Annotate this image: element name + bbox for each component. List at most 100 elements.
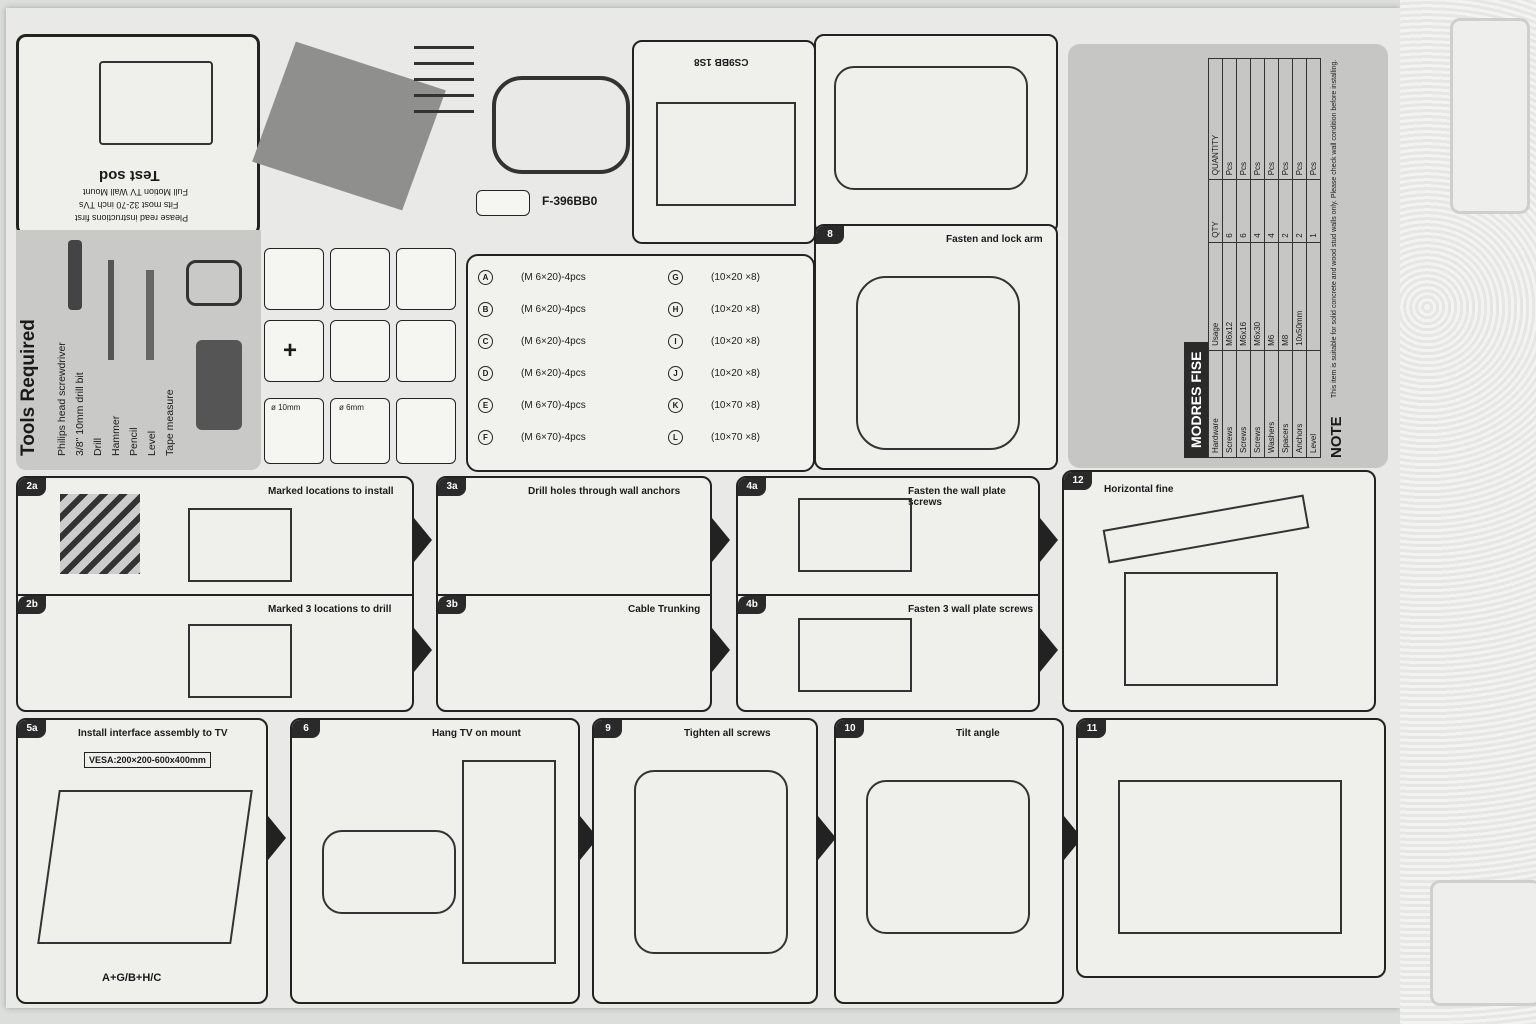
wall-plate-drawing [188, 624, 292, 698]
hardware-spec: (10×20 ×8) [711, 272, 760, 284]
rail-drawing [1102, 494, 1310, 564]
hardware-spec: (M 6×70)-4pcs [521, 432, 586, 444]
spec-heading: MODRES FISE [1184, 341, 1208, 458]
step-number: 9 [594, 720, 622, 738]
hardware-spec: (10×70 ×8) [711, 400, 760, 412]
spec-cell: Screws [1250, 350, 1265, 458]
spec-cell: 4 [1250, 179, 1265, 243]
screwdriver-icon [68, 240, 82, 310]
step-9-panel: 9 Tighten all screws [592, 718, 818, 1004]
next-arrow-icon [268, 816, 286, 860]
tv-back-drawing [37, 790, 253, 944]
spec-cell: 6 [1236, 179, 1251, 243]
step-4-panel: 4a Fasten the wall plate screws 4b Faste… [736, 476, 1040, 712]
tape-measure-icon [396, 248, 456, 310]
spec-cell: 2 [1292, 179, 1307, 243]
tilt-drawing [866, 780, 1030, 934]
hardware-key: B [478, 302, 493, 317]
tool-item: 3/8" 10mm drill bit [74, 372, 86, 456]
tools-heading: Tools Required [18, 319, 39, 456]
arm-drawing [798, 618, 912, 692]
hardware-key: A [478, 270, 493, 285]
arm-lock-drawing [856, 276, 1020, 450]
spec-cell: M6 [1264, 242, 1279, 351]
arm-assembly-drawing [492, 76, 630, 174]
hardware-key: D [478, 366, 493, 381]
arm-side-drawing [834, 66, 1028, 190]
spec-cell [1306, 242, 1321, 351]
drill-bit-10mm-icon: ø 10mm [264, 398, 324, 464]
tv-bracket-drawing [1124, 572, 1278, 686]
hardware-key: G [668, 270, 683, 285]
hammer-icon [186, 260, 242, 306]
spec-cell: 2 [1278, 179, 1293, 243]
arm-drawing [634, 770, 788, 954]
step-5a-panel: 5a Install interface assembly to TV VESA… [16, 718, 268, 1004]
step-3-panel: 3a Drill holes through wall anchors 3b C… [436, 476, 712, 712]
hardware-item: I(10×20 ×8) [668, 334, 760, 349]
step-title: Cable Trunking [628, 604, 701, 615]
step-number: 3b [438, 596, 466, 614]
spec-cell: 1 [1306, 179, 1321, 243]
hardware-key: L [668, 430, 683, 445]
step-title: Drill holes through wall anchors [528, 486, 681, 497]
wrench-icon [396, 320, 456, 382]
step-8b-panel: 8 Fasten and lock arm [814, 224, 1058, 470]
hardware-spec: (M 6×20)-4pcs [521, 272, 586, 284]
spec-cell: Screws [1222, 350, 1237, 458]
spec-cell: Washers [1264, 350, 1279, 458]
hardware-spec: (M 6×20)-4pcs [521, 336, 586, 348]
spec-cell: M6x16 [1236, 242, 1251, 351]
hardware-key: H [668, 302, 683, 317]
spec-cell: M6x30 [1250, 242, 1265, 351]
spec-cell: Pcs [1278, 58, 1293, 180]
intro-title: Test sod [99, 167, 160, 184]
hardware-key: C [478, 334, 493, 349]
step-12-panel: 12 Horizontal fine [1062, 470, 1376, 712]
spec-cell: Pcs [1306, 58, 1321, 180]
screw-set-drawing [414, 46, 474, 116]
arm-drawing [322, 830, 456, 914]
top-code: CS9BB 1S8 [694, 56, 749, 67]
hardware-key: K [668, 398, 683, 413]
level-part-icon [476, 190, 530, 216]
hardware-spec: (10×20 ×8) [711, 336, 760, 348]
step-title: Hang TV on mount [432, 728, 521, 739]
spec-cell: Anchors [1292, 350, 1307, 458]
hardware-item: K (10×70 ×8) [668, 398, 760, 413]
next-arrow-icon [712, 518, 730, 562]
spec-panel: MODRES FISE Hardware Usage QTY QUANTITY … [1068, 44, 1388, 468]
spec-cell: Pcs [1222, 58, 1237, 180]
drill-bit-6mm-icon: ø 6mm [330, 398, 390, 464]
vesa-label: VESA:200×200-600x400mm [84, 752, 211, 768]
next-arrow-icon [818, 816, 836, 860]
spec-cell: Pcs [1264, 58, 1279, 180]
step-number: 10 [836, 720, 864, 738]
hardware-key: J [668, 366, 683, 381]
step-6-panel: 6 Hang TV on mount [290, 718, 580, 1004]
hardware-item: A (M 6×20)-4pcs [478, 270, 586, 285]
step-number: 6 [292, 720, 320, 738]
tools-panel: Tools Required Philips head screwdriver … [16, 230, 261, 470]
hardware-spec: (10×70 ×8) [711, 432, 760, 444]
step-number: 11 [1078, 720, 1106, 738]
step-title: Fasten the wall plate screws [908, 486, 1006, 508]
step-title: Marked 3 locations to drill [268, 604, 392, 615]
hardware-item: F(M 6×70)-4pcs [478, 430, 586, 445]
tool-item: Pencil [128, 427, 140, 456]
mount-front-drawing [656, 102, 796, 206]
step-number: 12 [1064, 472, 1092, 490]
spec-header: QTY [1208, 179, 1223, 243]
next-arrow-icon [414, 628, 432, 672]
spec-cell: Spacers [1278, 350, 1293, 458]
drill-bit-icon [108, 260, 114, 360]
step-title: Tilt angle [956, 728, 1000, 739]
wall-plate-drawing [188, 508, 292, 582]
spec-cell: Screws [1236, 350, 1251, 458]
parts-combo: A+G/B+H/C [102, 972, 162, 984]
hardware-key: E [478, 398, 493, 413]
